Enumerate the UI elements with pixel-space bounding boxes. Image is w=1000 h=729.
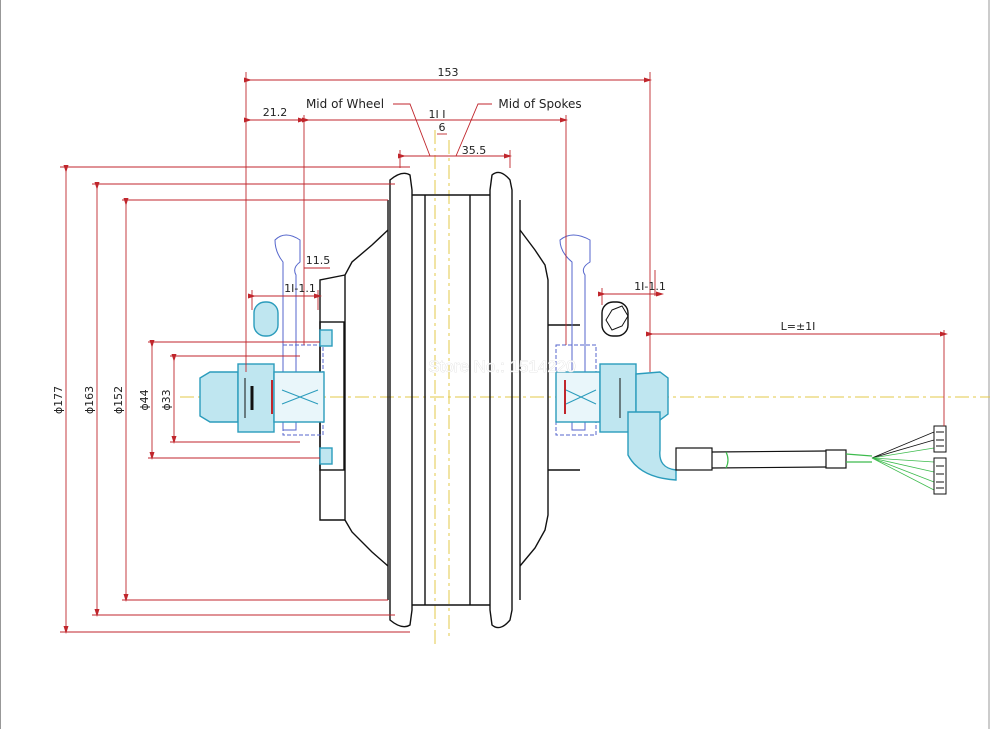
connector-top	[933, 425, 947, 453]
dimension-text: 153 21.2 1I I 6 35.5 11.5 1I-1.1 1I-1.1 …	[52, 66, 815, 414]
dim-dia-44: ϕ44	[138, 389, 151, 410]
motor-body	[319, 171, 580, 629]
nut-left	[237, 363, 275, 433]
bolt-left-top	[319, 329, 333, 347]
cable	[675, 425, 947, 495]
cable-exit	[627, 411, 677, 481]
label-mid-of-wheel: Mid of Wheel	[306, 97, 384, 111]
rim-right	[489, 171, 513, 629]
dim-spokes-offset: 35.5	[462, 144, 487, 157]
label-mid-of-spokes: Mid of Spokes	[498, 97, 581, 111]
dim-dia-177: ϕ177	[52, 386, 65, 414]
dropout-right	[559, 234, 591, 431]
axle-assembly	[199, 301, 677, 481]
dim-dia-33: ϕ33	[160, 389, 173, 410]
dim-cable-length: L=±1I	[781, 320, 816, 333]
dim-mid-offset: 1I I	[429, 108, 446, 121]
store-watermark: Store No.: 1514220	[428, 357, 575, 376]
washer-right	[601, 301, 629, 337]
cover-right	[519, 229, 549, 567]
connector-bottom	[933, 457, 947, 495]
axle-shaft-right	[555, 371, 601, 423]
dim-overall-width: 153	[438, 66, 459, 79]
dim-left-flange-dist: 11.5	[306, 254, 331, 267]
axle-details	[244, 305, 629, 418]
bolt-left-bottom	[319, 447, 333, 465]
cable-sleeve	[675, 447, 713, 471]
dim-right-flange-tol: 1I-1.1	[634, 280, 666, 293]
dim-mid-split: 6	[439, 121, 446, 134]
dim-dia-163: ϕ163	[83, 386, 96, 414]
dim-dia-152: ϕ152	[112, 386, 125, 414]
dim-left-offset: 21.2	[263, 106, 288, 119]
hidden-lines	[274, 234, 597, 436]
cable-sheath	[825, 449, 847, 469]
dropout-left	[274, 234, 301, 431]
dimension-lines	[60, 72, 948, 634]
washer-left	[253, 301, 279, 337]
rim-left	[389, 172, 413, 628]
axle-end-left	[199, 371, 239, 423]
cover-left	[344, 229, 389, 567]
dim-left-flange-tol: 1I-1.1	[284, 282, 316, 295]
